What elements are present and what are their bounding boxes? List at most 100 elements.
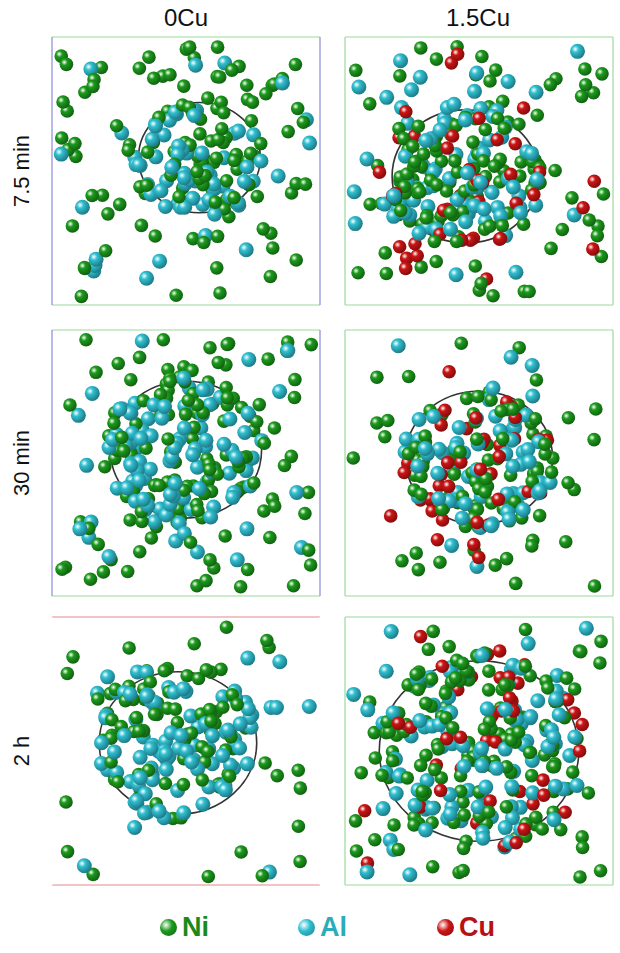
- atom: [516, 502, 531, 517]
- atom: [250, 190, 264, 204]
- atom: [72, 521, 87, 536]
- atom: [220, 174, 234, 188]
- atom: [494, 404, 508, 418]
- atom: [240, 406, 255, 421]
- atom: [100, 669, 115, 684]
- atom: [504, 779, 519, 794]
- atom: [402, 370, 416, 384]
- atom: [288, 373, 302, 387]
- atom: [197, 236, 211, 250]
- atom: [111, 357, 125, 371]
- atom: [456, 657, 470, 671]
- atom: [231, 124, 246, 139]
- atom: [351, 266, 365, 280]
- atom: [59, 795, 73, 809]
- atom: [529, 85, 544, 100]
- atom: [346, 687, 361, 702]
- atom: [428, 235, 442, 249]
- atom: [239, 521, 254, 536]
- atom: [452, 420, 467, 435]
- atom: [533, 509, 547, 523]
- atom: [201, 745, 215, 759]
- atom: [492, 450, 506, 464]
- atom: [198, 433, 213, 448]
- atom: [530, 373, 544, 387]
- atom: [582, 213, 596, 227]
- atom: [228, 449, 243, 464]
- atom: [393, 53, 408, 68]
- atom: [546, 730, 561, 745]
- atom: [66, 219, 80, 233]
- atom: [89, 366, 103, 380]
- atom: [94, 735, 109, 750]
- atom: [299, 177, 313, 191]
- atom: [446, 129, 460, 143]
- atom: [176, 371, 191, 386]
- atom: [426, 860, 440, 874]
- atom: [176, 805, 191, 820]
- atom: [240, 160, 255, 175]
- atom: [271, 168, 286, 183]
- atom: [474, 741, 489, 756]
- atom: [544, 78, 558, 92]
- atom: [475, 50, 489, 64]
- atom: [258, 756, 272, 770]
- atom: [570, 44, 585, 59]
- atom: [121, 143, 135, 157]
- atom: [351, 79, 366, 94]
- atom: [304, 338, 318, 352]
- atom: [430, 52, 444, 66]
- atom: [412, 713, 427, 728]
- atom-panel: [345, 617, 613, 885]
- atom: [412, 226, 427, 241]
- atom: [110, 119, 124, 133]
- atom: [498, 702, 513, 717]
- atom: [555, 223, 569, 237]
- atom: [234, 580, 248, 594]
- atom: [349, 64, 363, 78]
- atom: [192, 481, 207, 496]
- atom: [145, 132, 160, 147]
- atom: [153, 183, 168, 198]
- atom: [559, 535, 573, 549]
- atom: [207, 207, 222, 222]
- atom: [545, 465, 559, 479]
- atom: [113, 198, 127, 212]
- atom: [561, 476, 575, 490]
- atom: [469, 259, 483, 273]
- atom: [530, 172, 545, 187]
- atom: [133, 431, 148, 446]
- atom: [112, 401, 127, 416]
- atom: [141, 145, 155, 159]
- atom: [400, 771, 414, 785]
- atom: [152, 254, 167, 269]
- atom: [547, 812, 562, 827]
- atom: [86, 80, 100, 94]
- atom: [280, 343, 295, 358]
- atom: [389, 786, 404, 801]
- atom: [260, 634, 274, 648]
- atom: [348, 216, 363, 231]
- atom: [488, 159, 502, 173]
- atom: [474, 758, 489, 773]
- atom: [78, 262, 92, 276]
- atom: [85, 189, 99, 203]
- atom: [215, 122, 229, 136]
- atom: [519, 623, 533, 637]
- atom: [408, 155, 422, 169]
- atom: [477, 202, 492, 217]
- atom: [393, 240, 407, 254]
- atom: [177, 79, 191, 93]
- atom: [223, 769, 237, 783]
- atom: [237, 174, 252, 189]
- atom: [418, 441, 433, 456]
- atom: [485, 381, 500, 396]
- atom: [469, 411, 484, 426]
- atom: [368, 751, 382, 765]
- atom: [205, 728, 220, 743]
- atom: [84, 572, 98, 586]
- legend-label: Cu: [459, 912, 495, 943]
- atom: [136, 492, 151, 507]
- atom: [436, 660, 450, 674]
- atom: [593, 656, 607, 670]
